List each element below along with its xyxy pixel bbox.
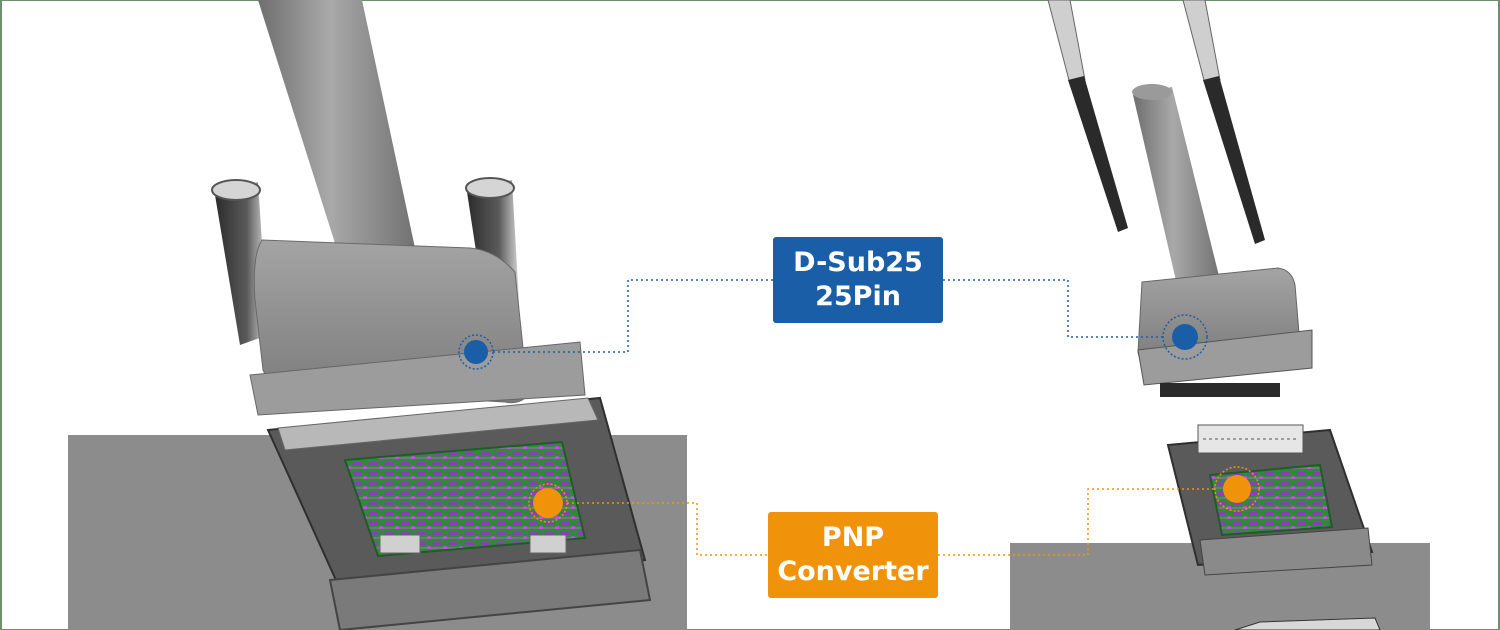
- dsub-leader-right: [943, 279, 1163, 338]
- left-dsub-marker-icon: [464, 340, 488, 364]
- pnp-callout-line2: Converter: [777, 556, 929, 587]
- pnp-callout-line1: PNP: [821, 522, 885, 553]
- left-terminal-1: [379, 534, 421, 554]
- left-cable: [258, 0, 418, 278]
- left-terminal-2: [529, 534, 567, 554]
- left-screw-1: [211, 179, 268, 345]
- dsub-callout-line2: 25Pin: [815, 281, 901, 312]
- left-bottom-connector: [328, 548, 652, 630]
- leader-lines: [493, 279, 1215, 556]
- right-bottom-connector: [1199, 527, 1373, 576]
- right-cable: [1133, 87, 1222, 298]
- left-connector-assembly: [68, 0, 687, 630]
- right-dsub-marker-icon: [1172, 324, 1198, 350]
- right-screw-rod-1: [1047, 0, 1128, 232]
- right-connector-assembly: [1010, 0, 1430, 630]
- dsub-callout-label: D-Sub25 25Pin: [773, 237, 943, 323]
- pnp-leader-left: [567, 502, 768, 556]
- left-pcb: [343, 440, 587, 558]
- left-pnp-marker-icon: [533, 488, 563, 518]
- pnp-leader-right: [938, 488, 1215, 556]
- dsub-callout-line1: D-Sub25: [793, 247, 923, 278]
- right-partial-connector: [1234, 617, 1381, 630]
- dsub-leader-left: [493, 279, 773, 353]
- right-screw-rod-2: [1182, 0, 1265, 244]
- right-flange: [1137, 329, 1313, 386]
- right-pnp-marker-icon: [1223, 475, 1251, 503]
- right-pcb: [1208, 463, 1334, 537]
- pnp-callout-label: PNP Converter: [768, 512, 938, 598]
